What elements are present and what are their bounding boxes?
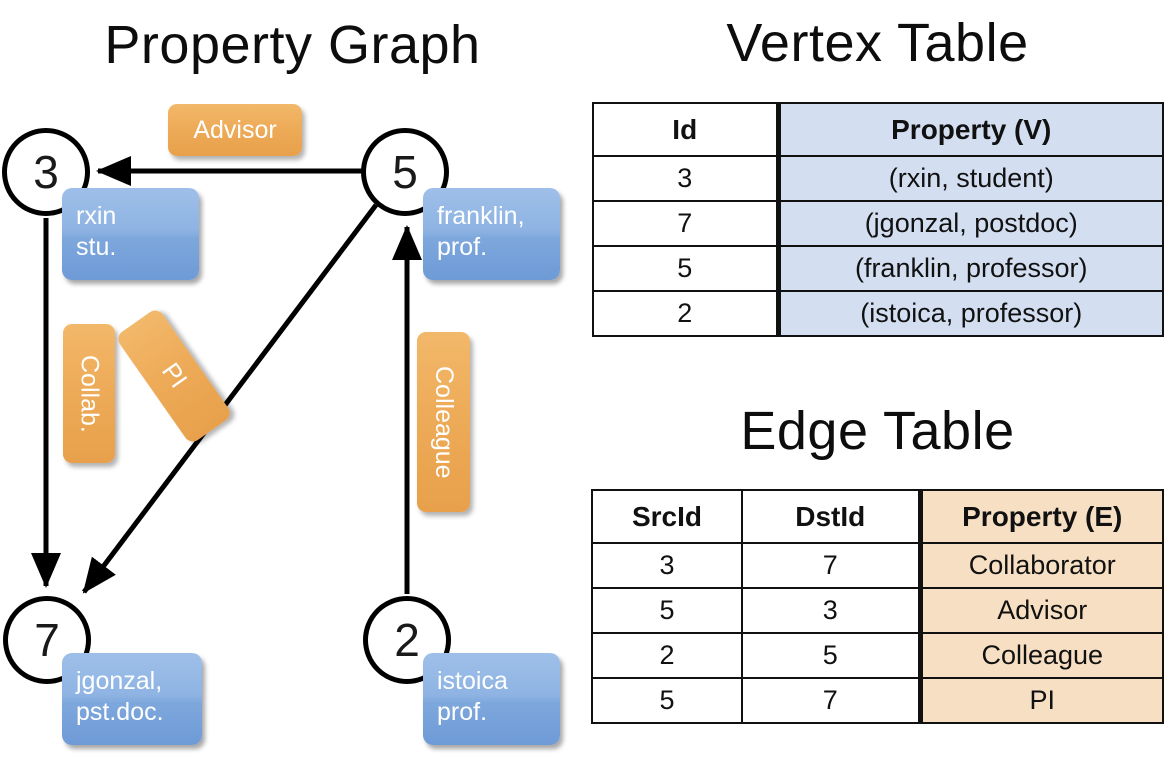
edge-label-text-colleague: Colleague — [430, 365, 458, 479]
vertex-table: Id Property (V) 3 (rxin, student) 7 (jgo… — [592, 102, 1164, 337]
page-title-vertex-table: Vertex Table — [726, 13, 1029, 73]
vertex-property-line-2: stu. — [76, 233, 117, 261]
edge-label-text-advisor: Advisor — [193, 115, 277, 144]
edge-table-header-property: Property (E) — [917, 489, 1164, 544]
edge-cell-srcid: 3 — [591, 542, 743, 589]
edge-cell-srcid: 5 — [591, 587, 743, 634]
vertex-table-header-property: Property (V) — [775, 102, 1164, 157]
edge-label-box-colleague: Colleague — [417, 332, 470, 512]
vertex-cell-id: 5 — [592, 245, 779, 292]
vertex-cell-id: 7 — [592, 200, 779, 247]
table-row: 3 7 Collaborator — [591, 542, 1164, 589]
edge-label-text-collab: Collab. — [75, 354, 104, 433]
property-graph-diagram: 3 5 7 2 rxin stu. franklin, prof. jgonza… — [2, 104, 560, 745]
table-row: 2 5 Colleague — [591, 632, 1164, 679]
edge-label-box-advisor: Advisor — [168, 104, 302, 156]
vertex-property-line-1: jgonzal, — [76, 667, 163, 695]
vertex-property-line-2: prof. — [437, 698, 488, 726]
table-row: 3 (rxin, student) — [592, 155, 1164, 202]
graph-node-2[interactable]: 2 — [363, 596, 451, 684]
vertex-property-line-2: pst.doc. — [76, 698, 164, 726]
edge-table-header-row: SrcId DstId Property (E) — [591, 489, 1164, 544]
page-title-edge-table: Edge Table — [740, 401, 1015, 461]
edge-cell-dstid: 3 — [741, 587, 921, 634]
edge-label-box-collab: Collab. — [63, 324, 115, 463]
edge-table-header-dstid: DstId — [741, 489, 921, 544]
vertex-property-box-istoica: istoica prof. — [423, 653, 560, 745]
table-row: 7 (jgonzal, postdoc) — [592, 200, 1164, 247]
vertex-cell-property: (franklin, professor) — [775, 245, 1164, 292]
vertex-table-header-row: Id Property (V) — [592, 102, 1164, 157]
edge-cell-dstid: 5 — [741, 632, 921, 679]
graph-node-5[interactable]: 5 — [361, 128, 449, 216]
table-row: 5 (franklin, professor) — [592, 245, 1164, 292]
edge-cell-property: PI — [917, 677, 1164, 724]
edge-pi-5-to-7 — [82, 203, 378, 594]
table-row: 5 3 Advisor — [591, 587, 1164, 634]
edge-table-header-srcid: SrcId — [591, 489, 743, 544]
vertex-cell-id: 2 — [592, 290, 779, 337]
vertex-property-box-franklin: franklin, prof. — [423, 188, 560, 280]
edge-table: SrcId DstId Property (E) 3 7 Collaborato… — [591, 489, 1164, 724]
vertex-cell-id: 3 — [592, 155, 779, 202]
vertex-cell-property: (jgonzal, postdoc) — [775, 200, 1164, 247]
edge-cell-property: Advisor — [917, 587, 1164, 634]
graph-edges-svg — [31, 156, 422, 594]
vertex-property-line-2: prof. — [437, 233, 488, 261]
vertex-cell-property: (istoica, professor) — [775, 290, 1164, 337]
edge-cell-srcid: 2 — [591, 632, 743, 679]
vertex-cell-property: (rxin, student) — [775, 155, 1164, 202]
edge-cell-srcid: 5 — [591, 677, 743, 724]
table-row: 5 7 PI — [591, 677, 1164, 724]
edge-cell-dstid: 7 — [741, 542, 921, 589]
edge-cell-property: Colleague — [917, 632, 1164, 679]
vertex-property-box-jgonzal: jgonzal, pst.doc. — [62, 653, 202, 745]
edge-cell-property: Collaborator — [917, 542, 1164, 589]
vertex-property-box-rxin: rxin stu. — [62, 188, 199, 280]
vertex-table-header-id: Id — [592, 102, 779, 157]
vertex-property-line-1: rxin — [76, 202, 117, 230]
table-row: 2 (istoica, professor) — [592, 290, 1164, 337]
vertex-property-line-1: franklin, — [437, 202, 525, 230]
edge-label-text-pi: PI — [156, 358, 193, 394]
page-title-property-graph: Property Graph — [104, 15, 481, 75]
edge-cell-dstid: 7 — [741, 677, 921, 724]
vertex-property-line-1: istoica — [437, 667, 508, 695]
